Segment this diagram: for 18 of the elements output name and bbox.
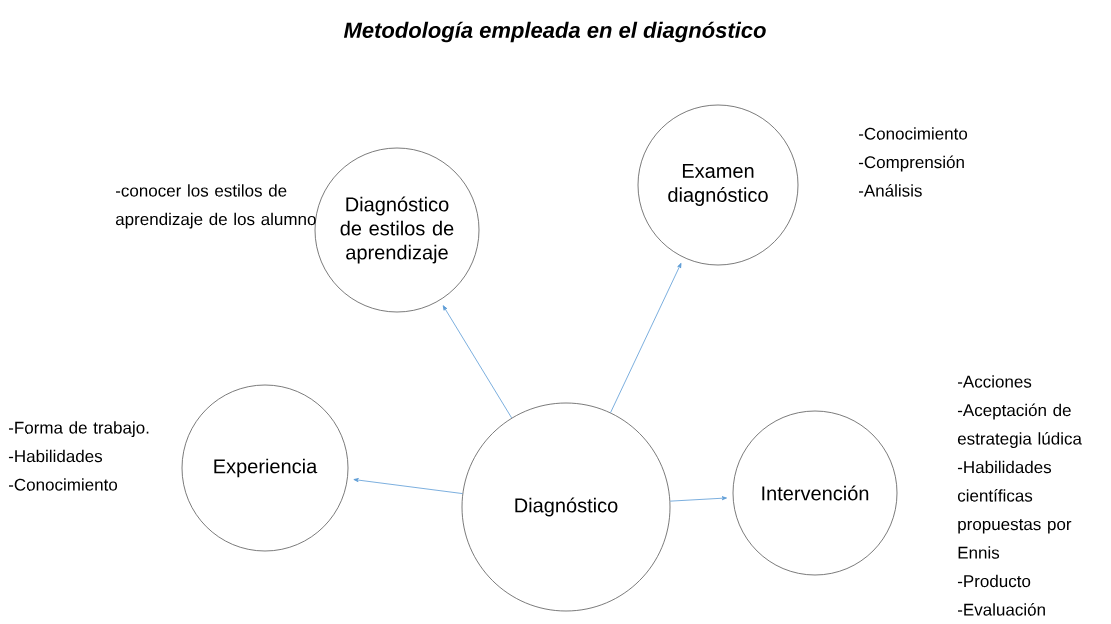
node-label: -Evaluación <box>957 603 1045 616</box>
note-list: -Forma de trabajo. -Habilidades -Conocimiento <box>8 421 149 491</box>
node-label: -Producto <box>957 574 1031 588</box>
circle-node: Experiencia <box>181 384 349 552</box>
circle-node: Examen diagnóstico <box>637 104 799 266</box>
note-list: -Acciones -Aceptación de estrategia lúdica -Habilidades científicas propuestas por Ennis -Producto -Evaluación <box>957 375 1082 616</box>
note-list: -conocer los estilos de aprendizaje de los alumno <box>115 184 316 229</box>
circle-node: Intervención <box>732 410 898 576</box>
circle-node: Diagnóstico <box>461 402 671 612</box>
note-list: -Conocimiento -Comprensión -Análisis <box>858 127 968 197</box>
arrow <box>669 496 727 502</box>
node-label: -Acciones <box>957 375 1032 388</box>
node-label: -Aceptación de estrategia lúdica <box>957 403 1082 449</box>
arrow <box>353 478 463 494</box>
arrow <box>442 305 513 419</box>
title: Metodología empleada en el diagnóstico <box>343 21 766 43</box>
node-label: -Habilidades científicas propuestas por Ennis <box>957 460 1072 559</box>
arrow <box>610 262 682 413</box>
